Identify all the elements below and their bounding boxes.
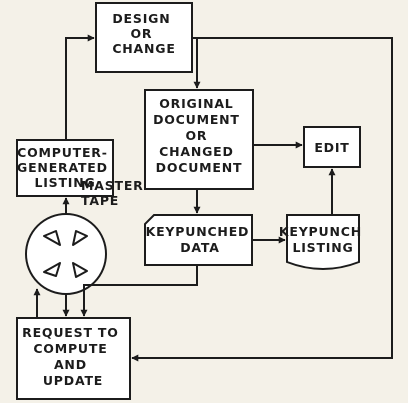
arrow-listing-to-design [65, 34, 95, 140]
original-document-label: ORIGINAL DOCUMENT OR CHANGED DOCUMENT [153, 96, 245, 175]
arrow-design-to-request [131, 37, 393, 362]
computer-generated-listing-box [16, 139, 114, 197]
edit-label: EDIT [314, 140, 349, 155]
master-tape-reel [25, 213, 107, 295]
original-document-box [144, 89, 254, 190]
design-or-change-box [95, 2, 193, 73]
computer-generated-listing-label: COMPUTER- GENERATED LISTING [17, 145, 113, 190]
arrow-keypunched-to-request [80, 265, 198, 317]
edit-box [303, 126, 361, 168]
keypunched-data-box [144, 214, 253, 266]
design-or-change-label: DESIGN OR CHANGE [112, 11, 175, 56]
master-tape-label: MASTER TAPE [81, 178, 149, 208]
request-compute-label: REQUEST TO COMPUTE AND UPDATE [22, 325, 124, 388]
keypunch-listing-label: KEYPUNCH LISTING [279, 224, 367, 255]
keypunched-data-label: KEYPUNCHED DATA [146, 224, 255, 255]
keypunch-listing-box [286, 214, 360, 270]
request-compute-box [16, 317, 131, 400]
